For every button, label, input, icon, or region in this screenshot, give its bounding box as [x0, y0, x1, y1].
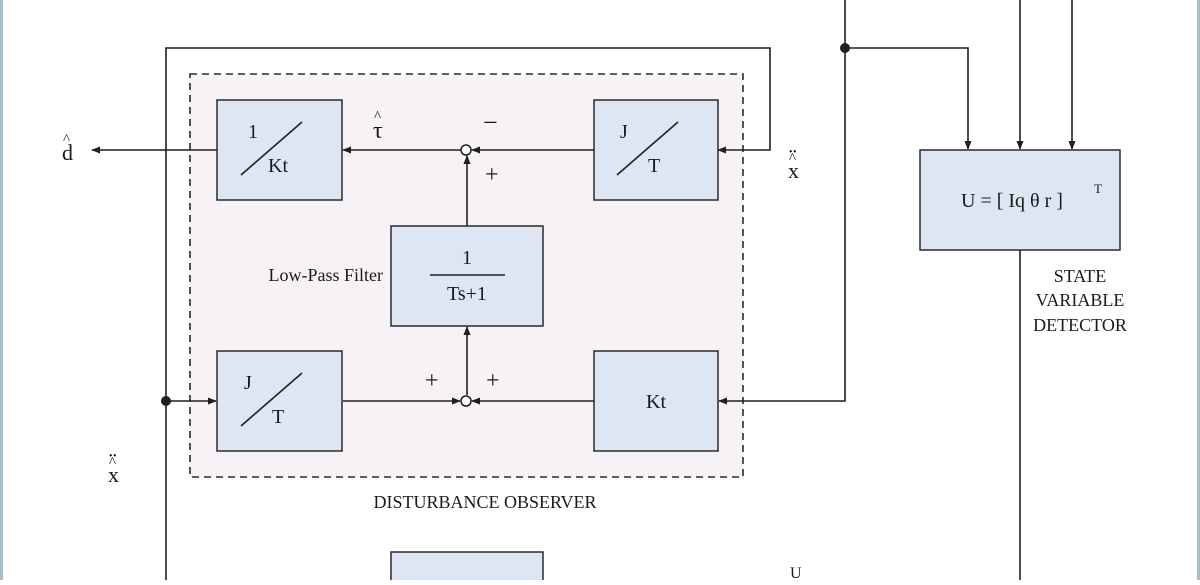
svg-text:J: J	[620, 121, 628, 143]
svg-text:U = [ Iq θ r ]: U = [ Iq θ r ]	[961, 190, 1063, 212]
svg-text:•: •	[793, 147, 797, 158]
svg-text:DETECTOR: DETECTOR	[1033, 315, 1127, 335]
observer-caption: DISTURBANCE OBSERVER	[373, 492, 596, 512]
svg-text:^: ^	[109, 455, 116, 471]
svg-text:1: 1	[248, 121, 258, 143]
svg-text:J: J	[244, 372, 252, 394]
signal-u-bottom: U	[790, 565, 802, 580]
junction-dot-top	[840, 43, 850, 53]
svg-text:•: •	[109, 451, 113, 462]
window-frame-left	[0, 0, 3, 580]
svg-text:•: •	[113, 451, 117, 462]
svg-text:^: ^	[63, 132, 70, 148]
svg-text:Kt: Kt	[646, 391, 666, 413]
junction-dot-left	[161, 396, 171, 406]
svg-text:x: x	[788, 158, 799, 183]
svg-text:Kt: Kt	[268, 155, 288, 177]
svg-text:VARIABLE: VARIABLE	[1036, 290, 1125, 310]
block-kt: Kt	[593, 350, 719, 452]
block-state-variable-detector: U = [ Iq θ r ] T	[919, 149, 1121, 251]
svg-text:^: ^	[789, 151, 796, 167]
svg-text:Ts+1: Ts+1	[447, 283, 487, 305]
signal-x-ddot-hat-right: x ^ • •	[788, 147, 799, 183]
sign-top-minus: −	[483, 108, 498, 137]
low-pass-filter-label: Low-Pass Filter	[269, 265, 384, 285]
block-j-over-t-top: J T	[593, 99, 719, 201]
outer-feedback-wire	[165, 47, 771, 400]
sign-bottom-plus-right: +	[486, 368, 500, 394]
wire-branch-to-detector	[845, 47, 972, 150]
svg-text:^: ^	[374, 109, 381, 125]
signal-tau-hat: τ ^	[373, 109, 383, 144]
signal-x-ddot-hat-left: x ^ • •	[108, 451, 119, 487]
svg-text:d: d	[62, 140, 73, 165]
summing-junction-top	[460, 144, 472, 156]
window-frame-right	[1197, 0, 1200, 580]
svg-text:T: T	[272, 406, 284, 428]
sign-bottom-plus-left: +	[425, 368, 439, 394]
summing-junction-bottom	[460, 395, 472, 407]
svg-text:•: •	[789, 147, 793, 158]
block-bottom-partial	[390, 551, 544, 585]
svg-text:STATE: STATE	[1054, 266, 1107, 286]
signal-d-hat: d ^	[62, 132, 73, 165]
sign-top-plus: +	[485, 162, 499, 188]
block-inverse-kt: 1 Kt	[216, 99, 343, 201]
state-detector-caption: STATE VARIABLE DETECTOR	[1033, 266, 1127, 335]
svg-text:T: T	[648, 155, 660, 177]
svg-text:x: x	[108, 462, 119, 487]
block-low-pass-filter: 1 Ts+1	[390, 225, 544, 327]
svg-text:1: 1	[462, 247, 472, 269]
svg-text:τ: τ	[373, 118, 383, 144]
block-j-over-t-bottom: J T	[216, 350, 343, 452]
wire-iq-to-kt	[718, 0, 846, 405]
svg-text:T: T	[1094, 181, 1102, 196]
